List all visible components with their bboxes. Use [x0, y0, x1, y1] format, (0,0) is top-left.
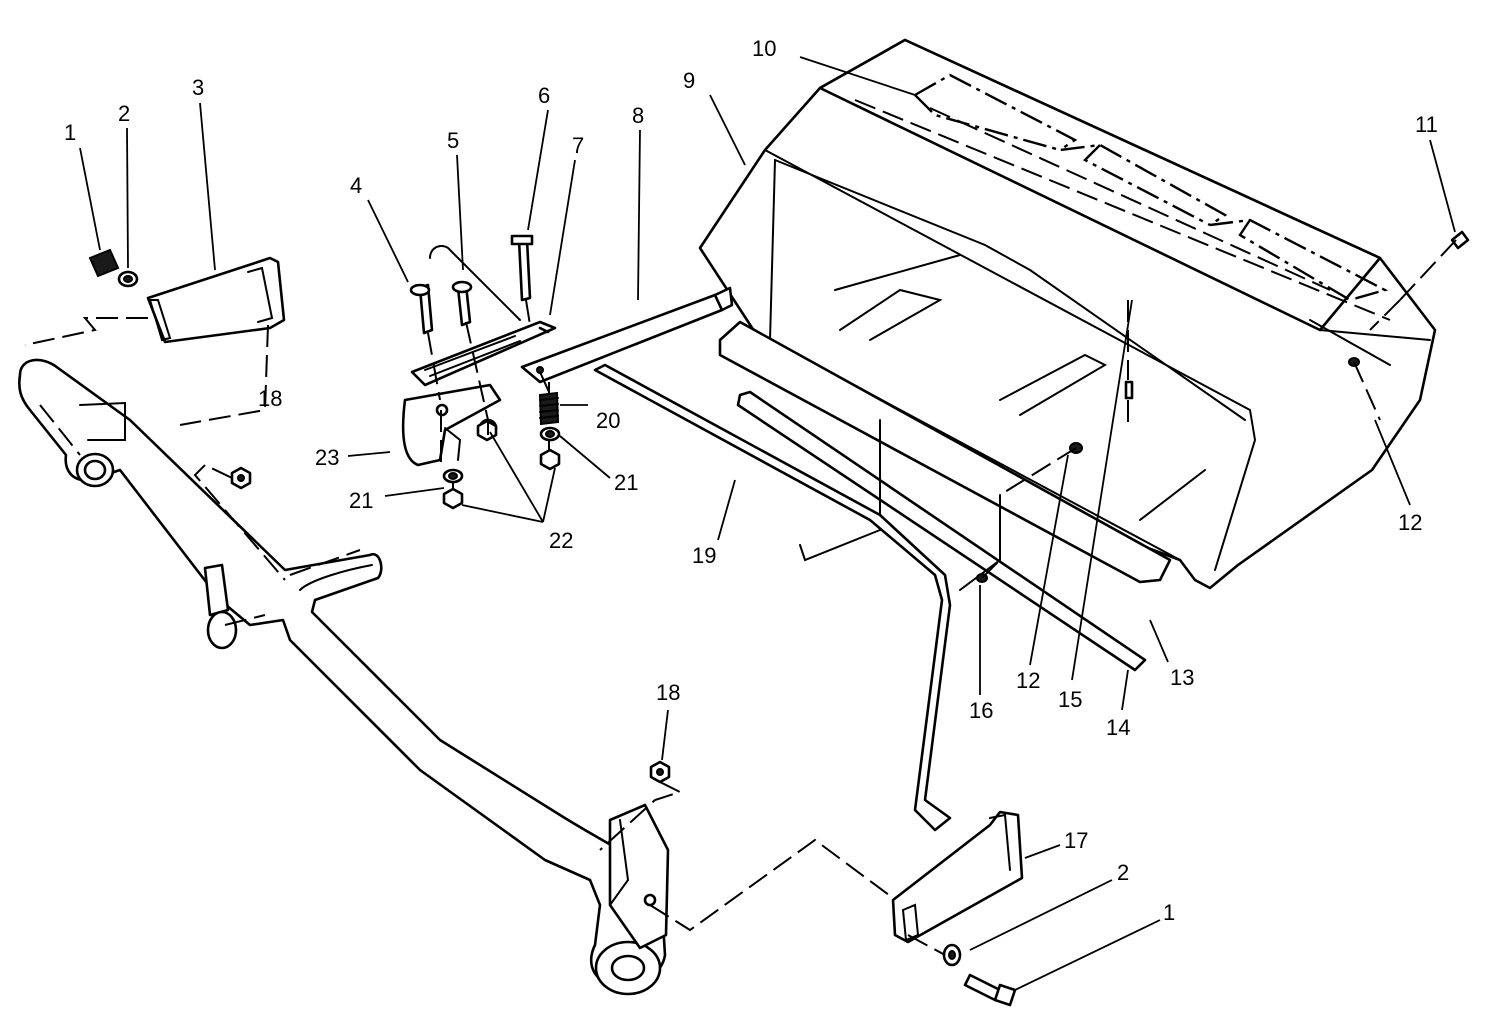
- callout-3: 3: [192, 75, 204, 100]
- callout-23: 23: [315, 445, 339, 470]
- callout-16: 16: [969, 698, 993, 723]
- nut-18-upper: [230, 466, 252, 490]
- leader-lines: [79, 56, 1456, 991]
- callout-14: 14: [1106, 715, 1130, 740]
- assembly-lines: [24, 239, 1457, 956]
- callout-12-center: 12: [1016, 668, 1040, 693]
- callout-15: 15: [1058, 687, 1082, 712]
- callout-6: 6: [538, 83, 550, 108]
- adjust-plate-assembly: [401, 234, 557, 467]
- callout-21-left: 21: [349, 488, 373, 513]
- callout-4: 4: [350, 173, 362, 198]
- callout-9: 9: [683, 68, 695, 93]
- hopper-bag: [698, 38, 1437, 590]
- callout-19: 19: [692, 543, 716, 568]
- callout-1-bottom-right: 1: [1163, 900, 1175, 925]
- pin-11: [1450, 230, 1470, 250]
- callout-21-right: 21: [614, 470, 638, 495]
- callout-1-top-left: 1: [64, 120, 76, 145]
- screw-15: [1124, 380, 1134, 400]
- callout-11: 11: [1415, 112, 1438, 137]
- callout-7: 7: [572, 133, 584, 158]
- callout-22: 22: [549, 528, 573, 553]
- nut-18-lower: [649, 760, 671, 784]
- callout-20: 20: [596, 408, 620, 433]
- callout-8: 8: [632, 103, 644, 128]
- callout-5: 5: [447, 128, 459, 153]
- callout-labels: 1 2 3 4 5 6 7 8 9 10 11 12 18 20 21 23 2…: [64, 36, 1438, 925]
- bolt-left: [88, 248, 139, 288]
- mount-bracket-left: [146, 256, 286, 344]
- callout-18-upper: 18: [258, 386, 282, 411]
- callout-12-right: 12: [1398, 510, 1422, 535]
- support-bar: [520, 286, 734, 384]
- callout-2-top-left: 2: [118, 101, 130, 126]
- callout-18-lower: 18: [656, 680, 680, 705]
- callout-10: 10: [752, 36, 776, 61]
- handle-tube: [18, 358, 670, 996]
- callout-2-bottom-right: 2: [1117, 860, 1129, 885]
- callout-13: 13: [1170, 665, 1194, 690]
- callout-17: 17: [1064, 828, 1088, 853]
- hinge-rod: [593, 363, 952, 832]
- mount-bracket-right: [891, 810, 1024, 1007]
